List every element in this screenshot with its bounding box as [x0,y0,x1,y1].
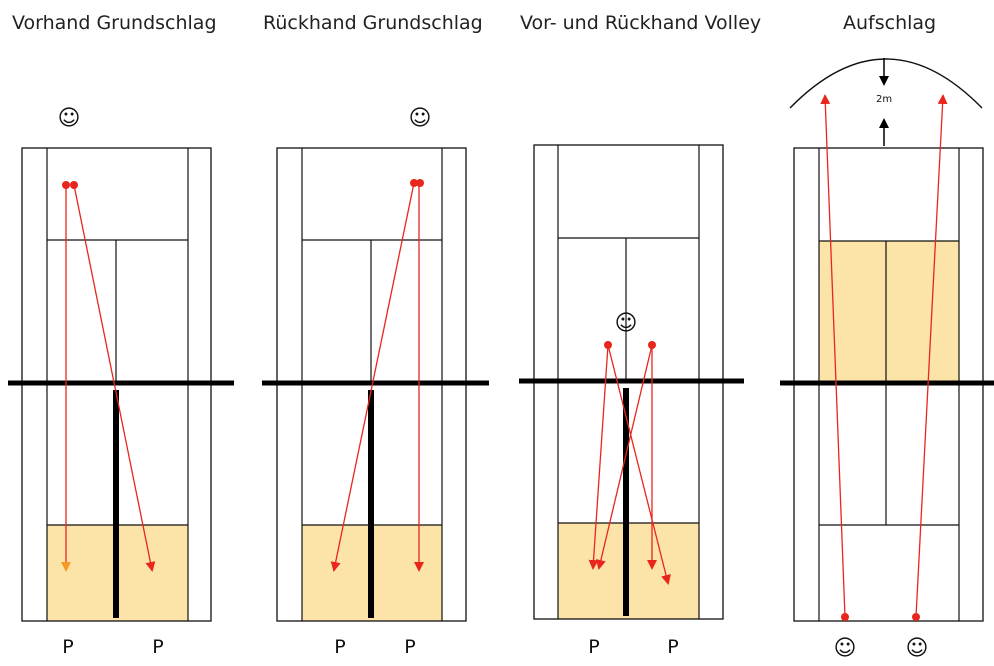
position-label-p: P [667,636,679,658]
ball-dot [62,181,70,189]
ball-dot [70,181,78,189]
title-backhand: Rückhand Grundschlag [263,12,483,34]
title-serve: Aufschlag [843,12,937,34]
title-volley: Vor- und Rückhand Volley [520,12,762,34]
server-icon: ☺ [833,636,857,661]
position-label-p: P [404,636,416,658]
ball-dot [410,179,418,187]
ball-dot [648,341,656,349]
trajectory [915,94,948,618]
player-icon-forehand: ☺ [57,106,81,131]
court-volley [519,144,744,620]
court-backhand [262,147,489,622]
trajectory [607,344,671,585]
position-label-p: P [152,636,164,658]
trajectory [330,182,415,572]
trajectory [588,344,609,570]
ball-dot [912,613,920,621]
court-serve [780,58,994,622]
player-icon-backhand: ☺ [408,106,432,131]
player-icon-volley: ☺ [614,311,638,336]
target-arc [789,58,983,109]
trajectory [595,344,653,570]
trajectory [820,94,846,618]
serve-distance-label: 2m [876,94,893,105]
position-label-p: P [588,636,600,658]
position-label-p: P [62,636,74,658]
position-label-p: P [334,636,346,658]
court-forehand [8,147,234,622]
server-icon: ☺ [905,636,929,661]
service-box-zone [819,241,959,383]
ball-dot [841,613,849,621]
trajectory [73,184,156,572]
title-forehand: Vorhand Grundschlag [12,12,217,34]
ball-dot [604,341,612,349]
ball-dot [416,179,424,187]
